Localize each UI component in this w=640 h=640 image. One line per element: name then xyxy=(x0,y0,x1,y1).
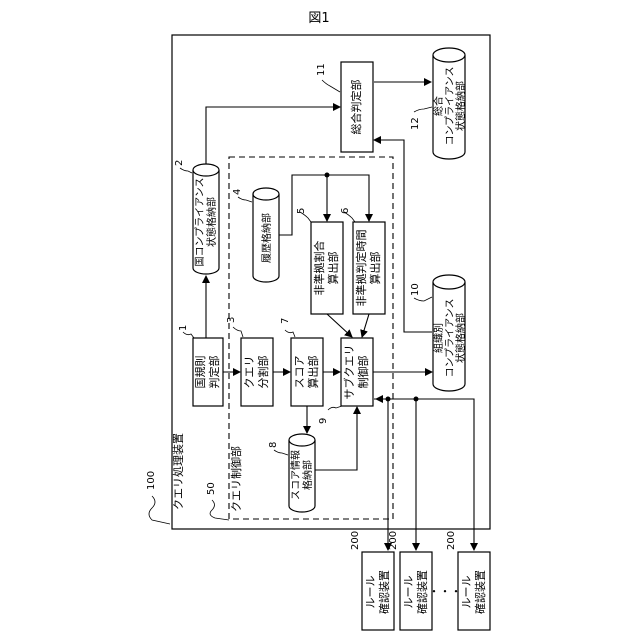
leader-line xyxy=(183,332,194,338)
leader-line xyxy=(322,80,340,92)
storage-label: 状態格納部 xyxy=(205,197,218,247)
rule-check-device-1: ルール 確認装置 xyxy=(362,552,394,630)
block-label: サブクエリ xyxy=(342,345,356,400)
device-ref: 200 xyxy=(350,531,361,550)
figure-title: 図1 xyxy=(308,11,329,26)
storage-label: 格納部 xyxy=(301,460,314,490)
control-label: クエリ制御部 xyxy=(229,446,243,512)
history-storage: 履歴格納部 xyxy=(253,188,279,282)
device-ref: 200 xyxy=(388,531,399,550)
block-ref: 9 xyxy=(318,418,329,424)
block-ref: 7 xyxy=(280,318,291,324)
device-label: 確認装置 xyxy=(473,570,487,614)
block-label: 総合判定部 xyxy=(349,80,363,135)
storage-ref: 12 xyxy=(410,117,421,130)
rule-check-device-3: ルール 確認装置 xyxy=(458,552,490,630)
storage-ref: 2 xyxy=(174,160,185,166)
org-compliance-status-storage: 組織別 コンプライアンス 状態格納部 xyxy=(432,275,467,391)
block-label: スコア xyxy=(293,356,306,389)
block-ref: 3 xyxy=(226,317,237,323)
block-label: 制御部 xyxy=(356,356,370,389)
leader-line xyxy=(149,496,170,524)
system-ref: 100 xyxy=(146,471,157,490)
block-ref: 11 xyxy=(316,63,327,76)
storage-label: 総合 xyxy=(432,96,445,116)
junction-dot xyxy=(414,397,419,402)
storage-label: スコア情報 xyxy=(289,450,302,500)
overall-compliance-status-storage: 総合 コンプライアンス 状態格納部 xyxy=(432,48,467,159)
block-label: 分割部 xyxy=(256,356,270,389)
leader-line xyxy=(285,330,295,337)
storage-label: コンプライアンス xyxy=(444,66,456,145)
query-split-unit: クエリ 分割部 xyxy=(241,338,273,406)
storage-label: 履歴格納部 xyxy=(260,213,273,263)
storage-ref: 10 xyxy=(410,283,421,296)
block-label: クエリ xyxy=(243,356,256,389)
block-ref: 1 xyxy=(178,325,189,331)
device-label: 確認装置 xyxy=(415,570,429,614)
device-label: ルール xyxy=(364,576,377,609)
leader-line xyxy=(328,406,342,410)
storage-label: 状態格納部 xyxy=(454,81,467,131)
storage-label: 組織別 xyxy=(432,323,445,353)
national-compliance-status-storage: 国コンプライアンス 状態格納部 xyxy=(193,164,219,274)
junction-dot xyxy=(386,397,391,402)
noncompliance-time-calculation-unit: 非準拠判定時間 算出部 xyxy=(353,222,385,314)
storage-label: コンプライアンス xyxy=(444,298,456,377)
national-rule-judging-unit: 国規則 判定部 xyxy=(193,338,223,406)
junction-dot xyxy=(325,173,330,178)
leader-line xyxy=(210,500,229,520)
leader-line xyxy=(238,197,252,202)
devices-ellipsis: ・・・ xyxy=(429,585,462,598)
leader-line xyxy=(233,327,243,337)
control-ref: 50 xyxy=(206,482,217,495)
storage-ref: 8 xyxy=(268,442,279,448)
block-label: 算出部 xyxy=(368,252,382,285)
leader-line xyxy=(274,450,288,455)
storage-label: 状態格納部 xyxy=(454,313,467,363)
block-label: 算出部 xyxy=(306,356,320,389)
block-label: 非準拠割合 xyxy=(312,241,326,296)
device-label: ルール xyxy=(402,576,415,609)
score-info-storage: スコア情報 格納部 xyxy=(289,434,315,512)
leader-line xyxy=(414,107,432,112)
block-label: 国規則 xyxy=(193,356,207,389)
leader-line xyxy=(414,297,432,301)
score-calculation-unit: スコア 算出部 xyxy=(291,338,323,406)
system-label: クエリ処理装置 xyxy=(172,433,185,510)
block-label: 非準拠判定時間 xyxy=(354,230,368,307)
device-label: 確認装置 xyxy=(377,570,391,614)
storage-ref: 4 xyxy=(232,189,243,195)
rule-check-device-2: ルール 確認装置 xyxy=(400,552,432,630)
device-label: ルール xyxy=(460,576,473,609)
storage-label: 国コンプライアンス xyxy=(194,177,206,266)
subquery-control-unit: サブクエリ 制御部 xyxy=(341,338,373,406)
block-label: 判定部 xyxy=(207,356,221,389)
overall-judging-unit: 総合判定部 xyxy=(341,62,373,152)
leader-line xyxy=(180,168,192,173)
block-label: 算出部 xyxy=(326,252,340,285)
noncompliance-rate-calculation-unit: 非準拠割合 算出部 xyxy=(311,222,343,314)
device-ref: 200 xyxy=(446,531,457,550)
